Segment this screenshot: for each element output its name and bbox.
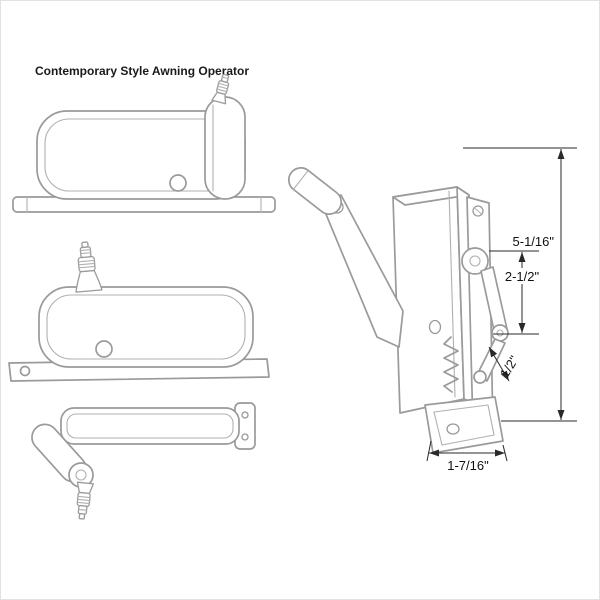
crank-arm	[322, 194, 404, 348]
stud-tip	[79, 246, 92, 259]
grip-outline	[287, 167, 343, 215]
thread-line	[221, 76, 229, 80]
crank-grip	[287, 167, 343, 215]
dim-label-link-height: 2-1/2"	[505, 269, 540, 284]
dim-label-base-offset: 1/2"	[497, 353, 522, 381]
dim-link-height: 2-1/2"	[489, 250, 544, 335]
grip-cap-line	[292, 169, 309, 190]
screw-slot	[473, 207, 483, 215]
view-assembled-operator	[287, 167, 509, 454]
roller	[461, 247, 489, 275]
threaded-stud	[211, 73, 230, 105]
dim-label-base-width: 1-7/16"	[447, 458, 489, 473]
roller-inner	[469, 255, 481, 267]
base-bracket-inner	[433, 404, 495, 446]
lower-pivot	[473, 370, 487, 384]
housing-front	[392, 186, 465, 414]
view-operator-body	[8, 241, 270, 382]
housing-inner-outline	[46, 294, 246, 360]
arrowhead-up	[518, 252, 526, 262]
extension-line	[426, 440, 432, 462]
crank-arm-inner	[66, 413, 234, 439]
threaded-stud-down	[76, 481, 95, 520]
arrowhead-up	[557, 149, 565, 159]
dim-label-overall-height: 5-1/16"	[513, 234, 555, 249]
stud-cap	[81, 241, 89, 248]
pivot-knob-inner	[75, 469, 87, 481]
face-hole	[169, 174, 187, 192]
arrowhead	[489, 347, 498, 358]
knurl-lines	[77, 259, 96, 269]
diagram-title: Contemporary Style Awning Operator	[35, 64, 249, 78]
label-background	[500, 268, 544, 284]
view-crank-handle	[31, 402, 256, 520]
threaded-stud	[75, 241, 103, 293]
view-cover-front	[12, 73, 276, 213]
dim-overall-height: 5-1/16"	[463, 147, 577, 422]
arrowhead-down	[518, 323, 526, 333]
arrowhead-right	[495, 449, 505, 457]
face-hole	[428, 319, 442, 335]
arrowhead	[500, 370, 509, 381]
rivet-hole	[241, 411, 249, 419]
lower-link	[476, 338, 506, 382]
arrowhead-down	[557, 410, 565, 420]
stud-neck	[75, 269, 103, 293]
stud-cap	[78, 513, 86, 520]
housing-body	[38, 286, 254, 368]
dim-base-width: 1-7/16"	[426, 440, 508, 473]
mounting-hole	[19, 365, 31, 377]
gear-cylinder	[204, 96, 246, 200]
rivet-hole	[241, 433, 249, 441]
thread-line	[78, 508, 88, 511]
crank-arm	[60, 407, 240, 445]
knurl-lines	[76, 495, 91, 505]
link-pivot-inner	[496, 329, 504, 337]
face-hole	[95, 340, 113, 358]
knurl-lines	[216, 82, 229, 93]
worm-spring	[443, 336, 459, 393]
arrowhead-left	[429, 449, 439, 457]
thread-lines	[79, 249, 92, 255]
base-hole	[446, 423, 460, 435]
